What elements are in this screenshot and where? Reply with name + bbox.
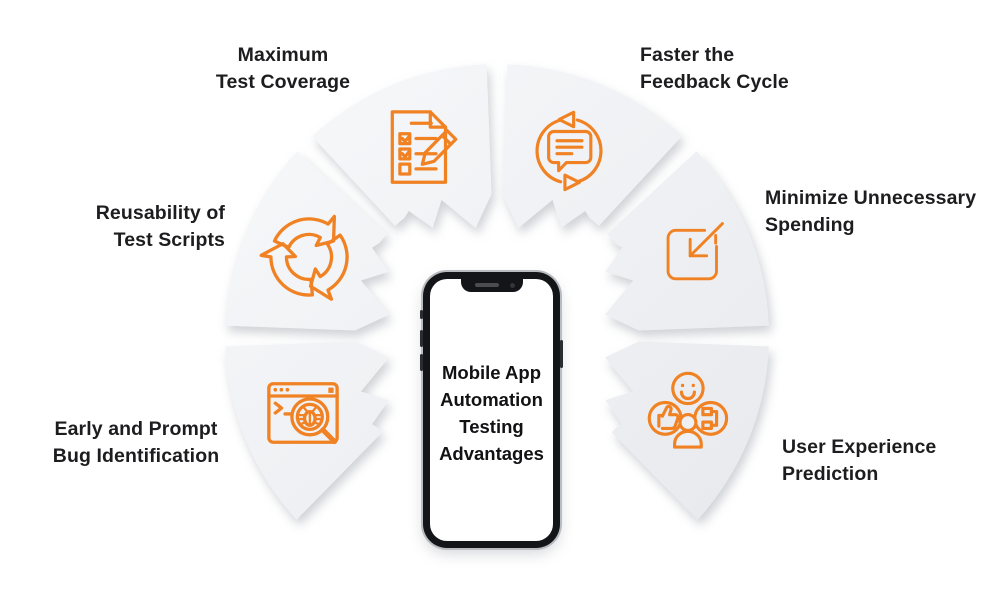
screen-title-line: Advantages bbox=[439, 443, 544, 464]
label-line: Feedback Cycle bbox=[640, 71, 789, 93]
phone-mockup: Mobile App Automation Testing Advantages bbox=[420, 272, 563, 548]
checklist-pencil-icon bbox=[390, 110, 458, 184]
label-line: Early and Prompt bbox=[54, 418, 218, 440]
phone-camera bbox=[509, 282, 515, 288]
label-line: Test Coverage bbox=[215, 71, 351, 93]
phone-power-button bbox=[560, 340, 563, 368]
recycle-arrows-icon bbox=[259, 214, 349, 301]
label-line: Minimize Unnecessary bbox=[765, 187, 977, 209]
screen-title-line: Automation bbox=[440, 389, 543, 410]
label-minimize-unnecessary-spending: Minimize Unnecessary Spending bbox=[765, 185, 1000, 239]
screen-title-line: Mobile App bbox=[442, 362, 541, 383]
segment-reusability-of-test-scripts bbox=[225, 151, 390, 331]
import-arrow-icon bbox=[666, 222, 724, 281]
user-smiley-icon bbox=[647, 371, 729, 449]
label-reusability-of-test-scripts: Reusability of Test Scripts bbox=[13, 200, 225, 254]
segment-minimize-unnecessary-spending bbox=[604, 151, 769, 331]
label-early-prompt-bug-identification: Early and Prompt Bug Identification bbox=[16, 416, 256, 470]
label-line: User Experience bbox=[782, 436, 937, 458]
phone-screen: Mobile App Automation Testing Advantages bbox=[430, 279, 553, 541]
label-line: Bug Identification bbox=[52, 445, 220, 467]
label-maximum-test-coverage: Maximum Test Coverage bbox=[168, 42, 398, 96]
phone-notch bbox=[460, 279, 523, 292]
phone-silent-switch bbox=[420, 310, 423, 319]
phone-volume-up-button bbox=[420, 330, 423, 347]
label-line: Test Scripts bbox=[113, 229, 225, 251]
phone-volume-down-button bbox=[420, 354, 423, 371]
chat-refresh-icon bbox=[535, 110, 603, 192]
label-line: Prediction bbox=[782, 463, 879, 485]
label-faster-feedback-cycle: Faster the Feedback Cycle bbox=[640, 42, 880, 96]
segment-maximum-test-coverage bbox=[312, 64, 492, 229]
browser-bug-magnifier-icon bbox=[267, 382, 339, 445]
phone-speaker bbox=[474, 283, 499, 287]
label-line: Reusability of bbox=[95, 202, 225, 224]
label-line: Faster the bbox=[640, 44, 735, 66]
label-user-experience-prediction: User Experience Prediction bbox=[782, 434, 992, 488]
label-line: Maximum bbox=[237, 44, 329, 66]
screen-title-line: Testing bbox=[459, 416, 524, 437]
phone-screen-title: Mobile App Automation Testing Advantages bbox=[430, 359, 553, 467]
label-line: Spending bbox=[765, 214, 855, 236]
